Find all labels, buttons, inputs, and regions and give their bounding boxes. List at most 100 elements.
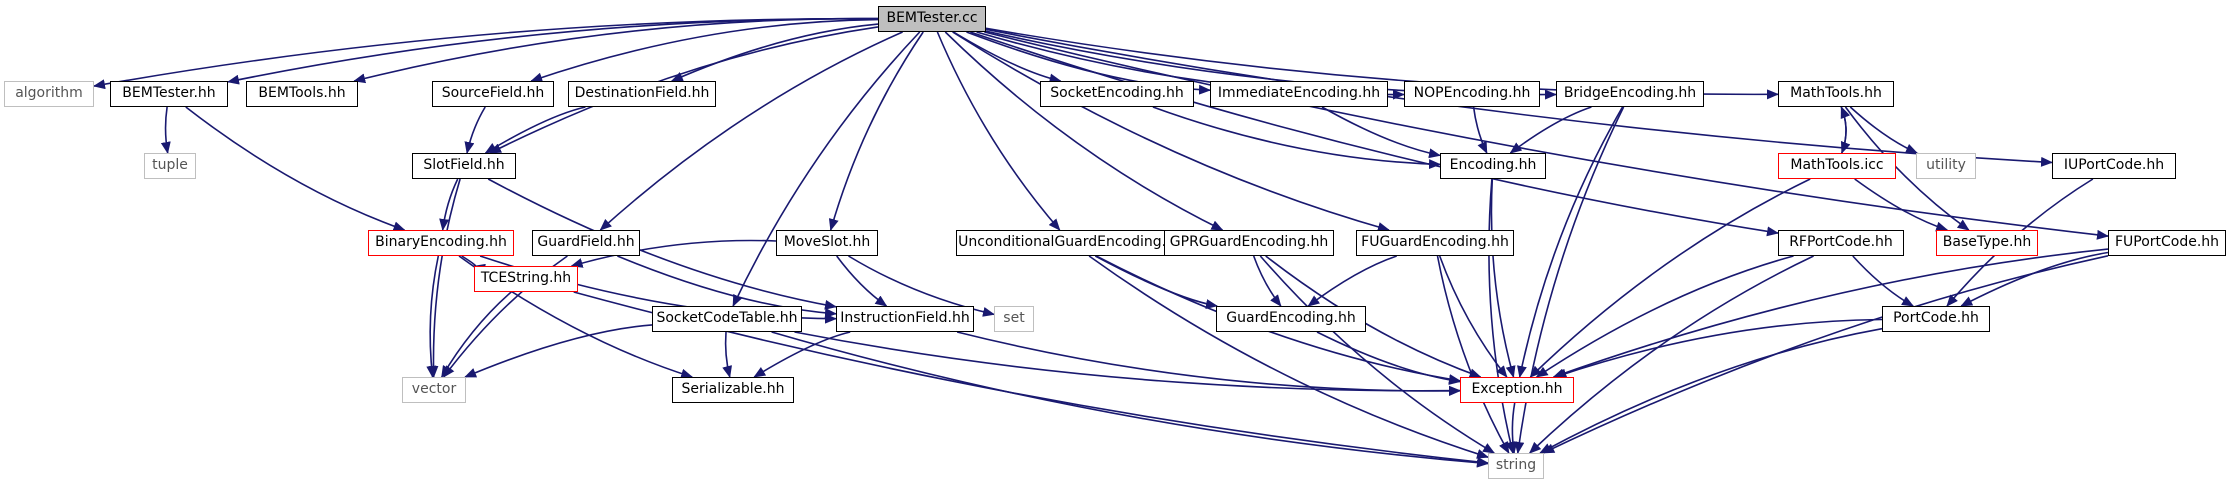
edge-rfportcode-hh-to-exception-hh <box>1535 255 1794 378</box>
node-bemtools-hh[interactable]: BEMTools.hh <box>246 81 358 107</box>
node-binaryencoding-hh[interactable]: BinaryEncoding.hh <box>368 230 514 256</box>
edge-slotfield-hh-to-binaryencoding-hh <box>439 178 459 231</box>
edge-guardfield-hh-to-instructionfield-hh <box>617 255 837 318</box>
node-nopencoding-hh[interactable]: NOPEncoding.hh <box>1404 81 1540 107</box>
node-portcode-hh[interactable]: PortCode.hh <box>1882 306 1990 332</box>
edge-bemtester-cc-to-unconditionalguardencoding-hh <box>936 31 1061 231</box>
edge-portcode-hh-to-string <box>1539 327 1883 454</box>
node-gprguardencoding-hh[interactable]: GPRGuardEncoding.hh <box>1164 230 1334 256</box>
node-guardfield-hh[interactable]: GuardField.hh <box>532 230 640 256</box>
edge-bemtester-cc-to-destinationfield-hh <box>670 23 879 82</box>
edge-fuportcode-hh-to-exception-hh <box>1552 248 2109 379</box>
edge-bemtester-cc-to-moveslot-hh <box>828 31 924 231</box>
edge-bemtester-cc-to-gprguardencoding-hh <box>944 31 1224 231</box>
node-mathtools-icc[interactable]: MathTools.icc <box>1778 153 1896 179</box>
edge-socketcodetable-hh-to-string <box>771 331 1489 468</box>
edge-sourcefield-hh-to-slotfield-hh <box>464 106 486 154</box>
edge-moveslot-hh-to-set <box>848 255 995 317</box>
edge-portcode-hh-to-exception-hh <box>1554 318 1883 379</box>
edge-nopencoding-hh-to-encoding-hh <box>1472 106 1488 154</box>
node-instructionfield-hh[interactable]: InstructionField.hh <box>836 306 974 332</box>
edge-fuportcode-hh-to-string <box>1542 255 2109 454</box>
edge-slotfield-hh-to-vector <box>428 178 461 378</box>
edge-encoding-hh-to-string <box>1488 178 1516 454</box>
node-bemtester-cc[interactable]: BEMTester.cc <box>878 6 986 32</box>
node-guardencoding-hh[interactable]: GuardEncoding.hh <box>1216 306 1366 332</box>
edge-bemtester-cc-to-fuportcode-hh <box>984 31 2109 240</box>
edge-bridgeencoding-hh-to-exception-hh <box>1517 106 1624 378</box>
edge-bemtester-cc-to-sourcefield-hh <box>530 18 879 83</box>
edge-bemtester-hh-to-binaryencoding-hh <box>185 106 406 232</box>
edge-bemtester-cc-to-bemtools-hh <box>353 17 879 84</box>
node-vector: vector <box>402 377 466 403</box>
node-unconditionalguardencoding-hh[interactable]: UnconditionalGuardEncoding.hh <box>956 230 1186 256</box>
node-tuple: tuple <box>144 153 196 179</box>
node-mathtools-hh[interactable]: MathTools.hh <box>1778 81 1894 107</box>
node-rfportcode-hh[interactable]: RFPortCode.hh <box>1778 230 1904 256</box>
edge-guardencoding-hh-to-exception-hh <box>1316 331 1461 385</box>
node-bemtester-hh[interactable]: BEMTester.hh <box>110 81 228 107</box>
edge-mathtools-hh-to-utility <box>1849 106 1918 154</box>
edge-bridgeencoding-hh-to-encoding-hh <box>1509 106 1592 154</box>
edge-bemtester-cc-to-fuguardencoding-hh <box>952 31 1390 232</box>
node-exception-hh[interactable]: Exception.hh <box>1460 377 1574 403</box>
edge-instructionfield-hh-to-serializable-hh <box>753 331 851 378</box>
node-moveslot-hh[interactable]: MoveSlot.hh <box>776 230 878 256</box>
edge-fuguardencoding-hh-to-exception-hh <box>1438 255 1508 378</box>
node-string: string <box>1488 453 1544 479</box>
edge-mathtools-icc-to-mathtools-hh <box>1840 106 1851 154</box>
edge-tcestring-hh-to-vector <box>441 291 512 378</box>
node-sourcefield-hh[interactable]: SourceField.hh <box>432 81 554 107</box>
edge-moveslot-hh-to-tcestring-hh <box>570 239 777 268</box>
edge-socketcodetable-hh-to-serializable-hh <box>722 331 732 378</box>
node-immediateencoding-hh[interactable]: ImmediateEncoding.hh <box>1210 81 1388 107</box>
edge-gprguardencoding-hh-to-exception-hh <box>1265 255 1482 379</box>
edge-unconditionalguardencoding-hh-to-string <box>1088 255 1489 459</box>
node-fuguardencoding-hh[interactable]: FUGuardEncoding.hh <box>1356 230 1514 256</box>
node-serializable-hh[interactable]: Serializable.hh <box>672 377 794 403</box>
edge-bemtester-cc-to-rfportcode-hh <box>970 31 1779 237</box>
edge-mathtools-icc-to-basetype-hh <box>1854 178 1949 232</box>
edge-gprguardencoding-hh-to-guardencoding-hh <box>1252 255 1282 307</box>
edge-unconditionalguardencoding-hh-to-exception-hh <box>1095 255 1461 384</box>
edge-slotfield-hh-to-instructionfield-hh <box>487 178 837 310</box>
node-socketcodetable-hh[interactable]: SocketCodeTable.hh <box>652 306 802 332</box>
edge-encoding-hh-to-exception-hh <box>1490 178 1516 378</box>
edge-bemtester-hh-to-tuple <box>160 106 171 154</box>
edge-bemtester-cc-to-socketencoding-hh <box>953 31 1062 84</box>
node-encoding-hh[interactable]: Encoding.hh <box>1440 153 1546 179</box>
edge-bemtester-cc-to-iuportcode-hh <box>985 28 2053 167</box>
node-fuportcode-hh[interactable]: FUPortCode.hh <box>2108 230 2226 256</box>
edge-immediateencoding-hh-to-encoding-hh <box>1321 106 1441 159</box>
node-basetype-hh[interactable]: BaseType.hh <box>1936 230 2038 256</box>
edge-rfportcode-hh-to-string <box>1528 255 1814 454</box>
edge-mathtools-icc-to-exception-hh <box>1529 178 1811 378</box>
edge-bemtester-cc-to-slotfield-hh <box>489 26 879 154</box>
node-bridgeencoding-hh[interactable]: BridgeEncoding.hh <box>1556 81 1704 107</box>
edge-fuguardencoding-hh-to-guardencoding-hh <box>1307 255 1397 307</box>
edge-layer <box>93 17 2109 468</box>
edge-gprguardencoding-hh-to-string <box>1259 255 1496 454</box>
edge-socketcodetable-hh-to-vector <box>464 324 653 378</box>
edge-bemtester-cc-to-socketcodetable-hh <box>732 31 921 307</box>
node-iuportcode-hh[interactable]: IUPortCode.hh <box>2052 153 2176 179</box>
edge-fuguardencoding-hh-to-string <box>1436 255 1510 454</box>
node-utility: utility <box>1916 153 1976 179</box>
edge-bemtester-cc-to-guardfield-hh <box>599 31 903 231</box>
node-set: set <box>994 306 1034 332</box>
edge-destinationfield-hh-to-slotfield-hh <box>484 106 586 154</box>
edge-socketcodetable-hh-to-exception-hh <box>794 331 1461 396</box>
edge-exception-hh-to-string <box>1507 402 1518 454</box>
edge-mathtools-hh-to-basetype-hh <box>1844 106 1970 231</box>
edge-socketencoding-hh-to-encoding-hh <box>1152 106 1441 170</box>
node-algorithm: algorithm <box>4 81 94 107</box>
node-socketencoding-hh[interactable]: SocketEncoding.hh <box>1040 81 1194 107</box>
node-destinationfield-hh[interactable]: DestinationField.hh <box>568 81 716 107</box>
node-tcestring-hh[interactable]: TCEString.hh <box>474 266 578 292</box>
edge-bridgeencoding-hh-to-string <box>1514 106 1625 454</box>
edge-moveslot-hh-to-instructionfield-hh <box>836 255 888 307</box>
node-slotfield-hh[interactable]: SlotField.hh <box>412 153 516 179</box>
edge-binaryencoding-hh-to-vector <box>426 255 440 378</box>
